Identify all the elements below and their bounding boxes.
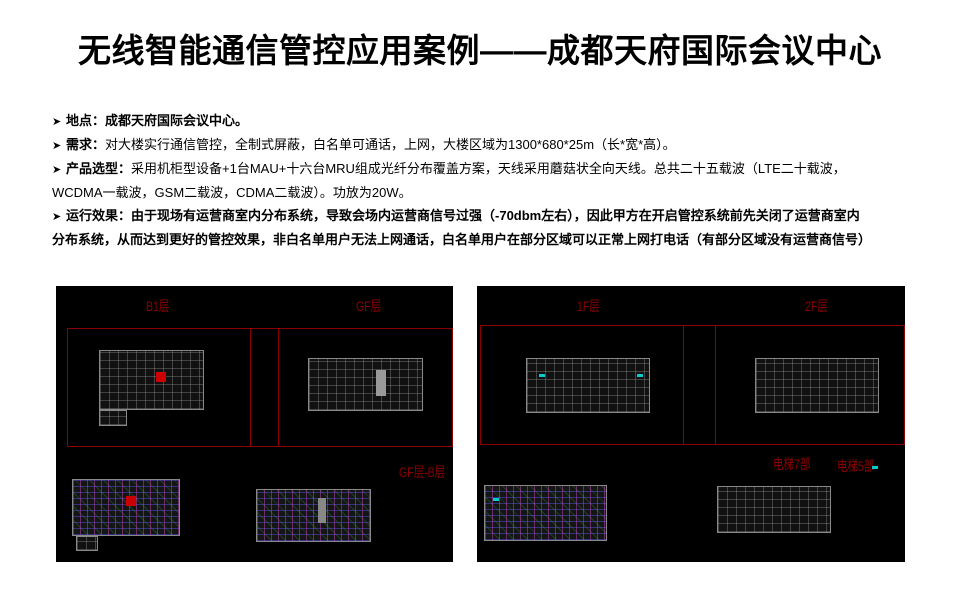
floor-label: GF层-B层 [399,464,446,480]
floorplan-1f-coverage [484,485,607,541]
arrow-bullet-icon: ➤ [52,140,62,152]
bullet-text: 由于现场有运营商室内分布系统，导致会场内运营商信号过强（-70dbm左右），因此… [131,208,860,223]
arrow-bullet-icon: ➤ [52,116,62,128]
bullet-effect-continuation: 分布系统，从而达到更好的管控效果，非白名单用户无法上网通话，白名单用户在部分区域… [52,232,872,247]
drawing-frame [480,325,905,445]
floorplan-gf-coverage [256,489,371,542]
arrow-bullet-icon: ➤ [52,211,62,223]
bullet-effect: ➤ 运行效果：由于现场有运营商室内分布系统，导致会场内运营商信号过强（-70dbm… [52,208,860,225]
floor-label: 电梯7部 [773,456,811,472]
bullet-location: ➤ 地点：成都天府国际会议中心。 [52,113,248,130]
bullet-label: 地点： [66,113,106,128]
bullet-product-continuation: WCDMA一载波，GSM二载波，CDMA二载波）。功放为20W。 [52,185,412,200]
floor-label: GF层 [356,298,382,314]
floorplan-gf [308,358,423,411]
bullet-label: 运行效果： [66,208,132,223]
bullet-text: 采用机柜型设备+1台MAU+十六台MRU组成光纤分布覆盖方案，天线采用蘑菇状全向… [131,161,846,176]
cad-floorplan-image-2: 1F层 2F层 电梯7部 电梯5部 [477,286,905,562]
floor-label: 电梯5部 [837,458,875,474]
bullet-label: 需求： [66,137,106,152]
bullet-text: 对大楼实行通信管控，全制式屏蔽，白名单可通话，上网，大楼区域为1300*680*… [105,137,676,152]
floorplan-b1 [99,350,204,410]
arrow-bullet-icon: ➤ [52,164,62,176]
floorplan-2f-coverage [717,486,831,533]
floorplan-2f [755,358,879,413]
floor-label: 1F层 [577,298,600,314]
bullet-product: ➤ 产品选型：采用机柜型设备+1台MAU+十六台MRU组成光纤分布覆盖方案，天线采… [52,161,846,178]
drawing-frame [67,328,453,447]
bullet-label: 产品选型： [66,161,132,176]
bullet-text: 成都天府国际会议中心。 [105,113,249,128]
cad-floorplan-image-1: B1层 GF层 GF层-B层 [56,286,453,562]
floorplan-b1-coverage [72,479,180,536]
floor-label: B1层 [146,298,170,314]
page-title: 无线智能通信管控应用案例——成都天府国际会议中心 [78,32,882,69]
floorplan-1f [526,358,650,413]
floor-label: 2F层 [805,298,828,314]
bullet-requirement: ➤ 需求：对大楼实行通信管控，全制式屏蔽，白名单可通话，上网，大楼区域为1300*… [52,137,676,154]
